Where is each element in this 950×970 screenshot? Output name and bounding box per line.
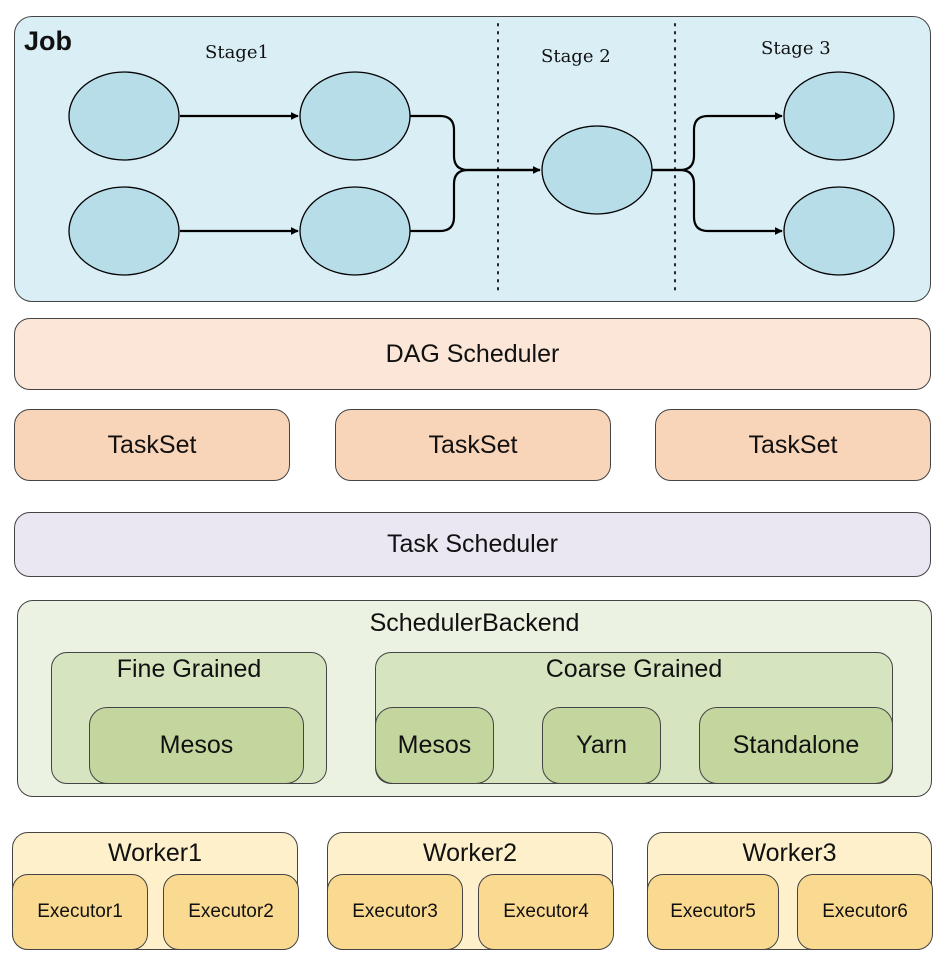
stage-2-label: Stage 2 <box>541 46 611 67</box>
rdd-node <box>541 125 653 215</box>
rdd-node <box>299 71 411 161</box>
rdd-node <box>783 71 895 161</box>
edge-d-to-e <box>410 168 540 233</box>
mode-label: Mesos <box>397 731 472 759</box>
taskset-3: TaskSet <box>655 409 931 481</box>
edge-e-to-f <box>652 112 783 172</box>
rdd-node <box>68 71 180 161</box>
taskset-label: TaskSet <box>428 430 518 459</box>
dag-scheduler: DAG Scheduler <box>14 318 931 390</box>
mode-label: Standalone <box>732 731 860 759</box>
coarse-grained-title: Coarse Grained <box>545 655 723 683</box>
worker-title: Worker2 <box>422 839 517 867</box>
executor-label: Executor6 <box>822 901 908 922</box>
job-dag-graph <box>68 23 895 297</box>
worker-title: Worker1 <box>107 839 202 867</box>
executor-label: Executor2 <box>188 901 274 922</box>
taskset-2: TaskSet <box>335 409 611 481</box>
stage-3-label: Stage 3 <box>761 38 831 59</box>
coarse-grained-standalone: Standalone <box>699 707 893 784</box>
coarse-grained-yarn: Yarn <box>542 707 661 784</box>
executor-label: Executor1 <box>37 901 123 922</box>
rdd-node <box>68 186 180 276</box>
fine-grained-title: Fine Grained <box>116 655 262 683</box>
taskset-label: TaskSet <box>748 430 838 459</box>
executor-2: Executor2 <box>163 874 299 950</box>
task-scheduler: Task Scheduler <box>14 512 931 577</box>
executor-label: Executor3 <box>352 901 438 922</box>
executor-label: Executor5 <box>670 901 756 922</box>
dag-scheduler-label: DAG Scheduler <box>385 339 560 368</box>
coarse-grained-mesos: Mesos <box>375 707 494 784</box>
taskset-1: TaskSet <box>14 409 290 481</box>
fine-grained-mesos: Mesos <box>89 707 304 784</box>
edge-e-to-g <box>652 168 783 235</box>
executor-5: Executor5 <box>647 874 779 950</box>
taskset-label: TaskSet <box>107 430 197 459</box>
worker-title: Worker3 <box>742 839 837 867</box>
mode-label: Mesos <box>159 731 234 759</box>
executor-6: Executor6 <box>797 874 933 950</box>
task-scheduler-label: Task Scheduler <box>387 530 558 558</box>
executor-1: Executor1 <box>12 874 148 950</box>
stage-1-label: Stage1 <box>205 42 269 63</box>
job-title: Job <box>24 26 73 56</box>
executor-3: Executor3 <box>327 874 463 950</box>
scheduler-backend-title: SchedulerBackend <box>369 609 580 637</box>
rdd-node <box>783 186 895 276</box>
rdd-node <box>299 186 411 276</box>
executor-4: Executor4 <box>478 874 614 950</box>
executor-label: Executor4 <box>503 901 589 922</box>
edge-c-to-e <box>410 114 541 174</box>
mode-label: Yarn <box>576 731 627 759</box>
